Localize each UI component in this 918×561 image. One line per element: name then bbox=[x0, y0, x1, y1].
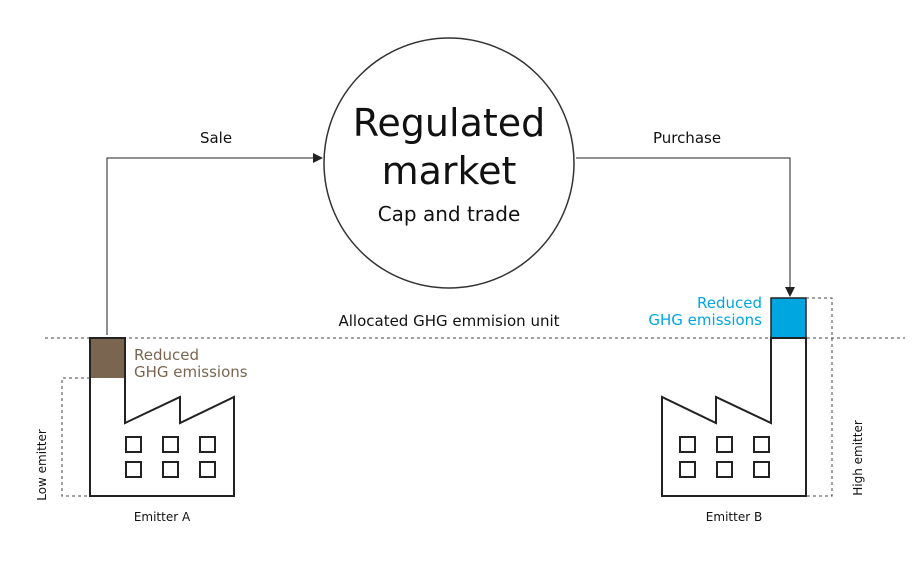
emitter-a-bracket bbox=[61, 377, 90, 497]
factory-a-windows bbox=[125, 436, 216, 478]
emitter-b-bracket bbox=[806, 297, 833, 497]
factory-a-icon bbox=[89, 337, 235, 497]
emitter-b: High emitter Reduced GHG emissions Emitt… bbox=[648, 294, 865, 524]
emitter-b-reduced-line2: GHG emissions bbox=[648, 311, 762, 329]
emitter-a: Low emitter Reduced GHG emissions Emitte… bbox=[35, 337, 248, 524]
emitter-a-reduced-block bbox=[90, 338, 125, 378]
low-emitter-label: Low emitter bbox=[35, 429, 49, 501]
market-title-line2: market bbox=[382, 149, 517, 193]
allocated-line-label: Allocated GHG emmision unit bbox=[338, 312, 559, 330]
sale-arrow bbox=[106, 153, 323, 335]
emitter-b-name: Emitter B bbox=[706, 510, 762, 524]
emitter-b-reduced-line1: Reduced bbox=[697, 294, 762, 312]
sale-label: Sale bbox=[200, 129, 232, 147]
high-emitter-label: High emitter bbox=[851, 420, 865, 496]
emitter-b-reduced-block bbox=[770, 297, 807, 339]
purchase-arrow bbox=[576, 157, 795, 297]
emitter-a-reduced-line1: Reduced bbox=[134, 346, 199, 364]
market-subtitle: Cap and trade bbox=[378, 202, 521, 226]
factory-b-icon bbox=[661, 337, 807, 497]
market-title-line1: Regulated bbox=[353, 101, 546, 145]
purchase-label: Purchase bbox=[653, 129, 721, 147]
emitter-a-reduced-line2: GHG emissions bbox=[134, 363, 248, 381]
factory-b-windows bbox=[679, 436, 770, 478]
regulated-market-node: Regulated market Cap and trade bbox=[323, 37, 575, 289]
market-circle bbox=[323, 37, 575, 289]
emitter-a-name: Emitter A bbox=[134, 510, 191, 524]
